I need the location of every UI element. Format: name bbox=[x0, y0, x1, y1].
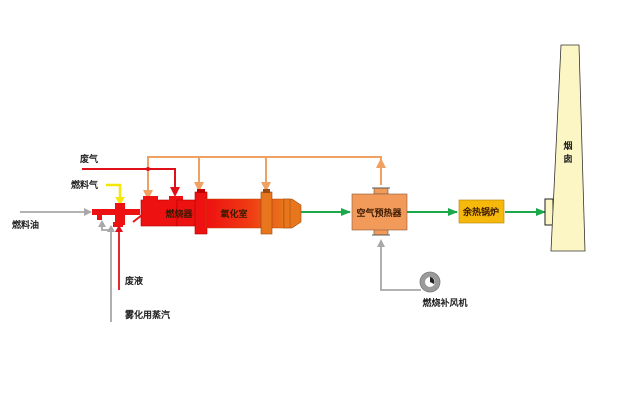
chimney-label-1: 烟 bbox=[563, 140, 572, 152]
waste-liquid-label: 废液 bbox=[125, 275, 144, 287]
arrow-down-icon bbox=[115, 197, 125, 205]
waste-heat-boiler: 余热锅炉 bbox=[458, 199, 505, 224]
oxidation-chamber: 氧化室 bbox=[205, 189, 302, 235]
blower-line bbox=[377, 239, 421, 291]
arrow-up-icon bbox=[107, 225, 115, 232]
waste-liquid-line bbox=[115, 225, 123, 290]
oxidation-chamber-label: 氧化室 bbox=[219, 208, 247, 220]
arrow-down-icon bbox=[143, 190, 153, 200]
waste-gas-label: 废气 bbox=[80, 153, 98, 165]
blower-label: 燃烧补风机 bbox=[422, 297, 467, 309]
chimney: 烟 囱 bbox=[544, 44, 586, 252]
arrow-up-icon bbox=[115, 225, 123, 232]
waste-gas-line bbox=[82, 167, 180, 197]
burner-nozzle bbox=[92, 203, 143, 227]
burner-unit: 燃烧器 bbox=[140, 189, 208, 235]
atomizing-steam-label: 雾化用蒸汽 bbox=[124, 309, 170, 321]
chimney-label-2: 囱 bbox=[563, 153, 572, 165]
fuel-oil-label: 燃料油 bbox=[12, 219, 39, 231]
arrow-down-icon bbox=[170, 187, 180, 197]
air-preheater: 空气预热器 bbox=[351, 187, 408, 236]
hot-air-lines bbox=[143, 156, 386, 200]
arrow-up-icon bbox=[377, 239, 385, 247]
fuel-oil-line bbox=[20, 208, 92, 216]
arrow-right-icon bbox=[84, 208, 92, 216]
boiler-label: 余热锅炉 bbox=[462, 206, 499, 218]
blower-fan-icon: 燃烧补风机 bbox=[419, 271, 468, 309]
arrow-up-icon bbox=[376, 158, 386, 168]
steam-line bbox=[98, 220, 115, 322]
arrow-down-icon bbox=[261, 182, 271, 192]
burner-label: 燃烧器 bbox=[165, 208, 193, 220]
arrow-down-icon bbox=[194, 182, 204, 192]
fuel-gas-line bbox=[106, 183, 125, 205]
air-preheater-label: 空气预热器 bbox=[356, 207, 402, 219]
fuel-gas-label: 燃料气 bbox=[71, 179, 98, 191]
